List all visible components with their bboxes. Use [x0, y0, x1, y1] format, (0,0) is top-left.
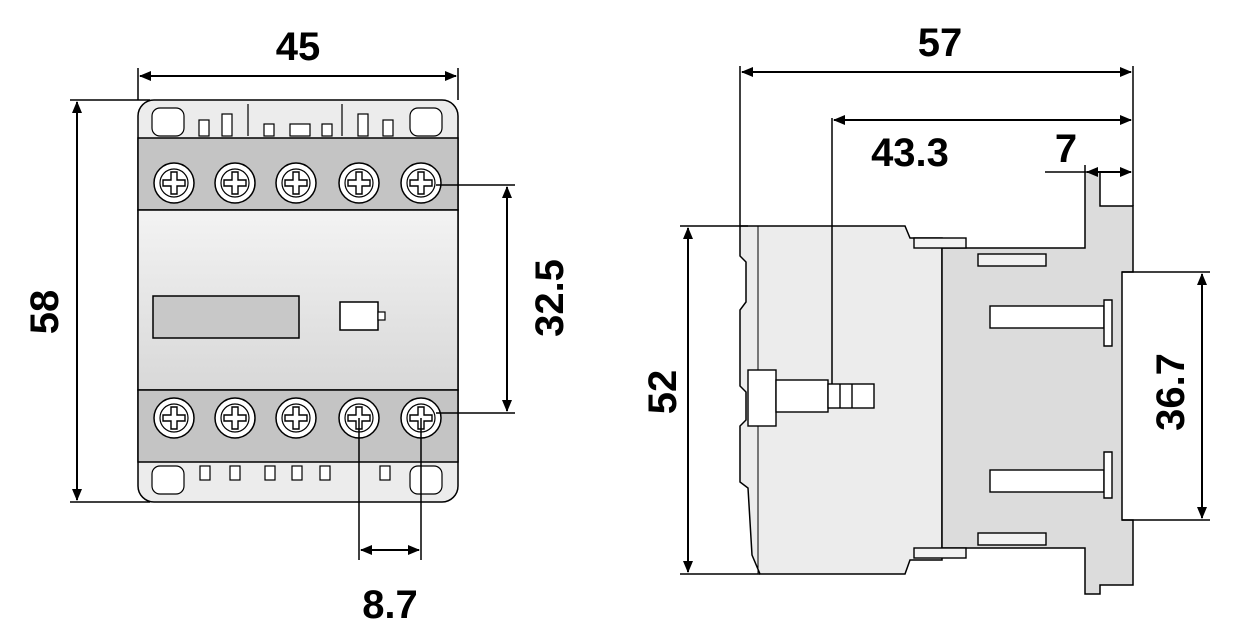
front-view: 45 58 32.5 8.7: [23, 25, 572, 627]
dim-side-depth-partial: 43.3: [831, 115, 1132, 384]
dim-label: 45: [276, 25, 321, 69]
dim-front-height: 58: [23, 99, 150, 503]
screw-icon: [214, 162, 256, 204]
dim-label: 7: [1055, 127, 1077, 171]
dim-label: 43.3: [871, 131, 949, 175]
side-view: 57 43.3 7 52 36.7: [641, 21, 1210, 595]
side-rail-clips: [989, 299, 1113, 499]
screw-icon: [338, 162, 380, 204]
front-top-edge: [151, 104, 443, 137]
front-bottom-edge: [151, 465, 443, 495]
dim-label: 8.7: [362, 583, 418, 627]
dim-side-height: 52: [641, 225, 760, 575]
screw-icon: [400, 162, 442, 204]
dim-label: 36.7: [1149, 353, 1193, 431]
front-indicator-icon: [339, 301, 386, 331]
side-ribs: [913, 237, 1047, 559]
screw-icon: [153, 397, 195, 439]
side-knob: [747, 369, 875, 427]
screw-icon: [275, 162, 317, 204]
dim-front-terminal-span: 32.5: [436, 184, 572, 414]
dim-side-flange: 7: [1045, 127, 1132, 177]
dim-side-rail-span: 36.7: [1122, 271, 1210, 521]
dim-label: 57: [918, 21, 963, 65]
dim-label: 52: [641, 370, 685, 415]
screw-icon: [275, 397, 317, 439]
dim-side-depth: 57: [739, 21, 1134, 226]
dim-label: 58: [23, 290, 67, 335]
dim-front-terminal-pitch: 8.7: [358, 418, 422, 627]
screw-icon: [214, 397, 256, 439]
screw-icon: [153, 162, 195, 204]
dim-label: 32.5: [528, 259, 572, 337]
side-rear-body: [941, 171, 1134, 595]
front-label-window: [152, 295, 300, 339]
dim-front-width: 45: [137, 25, 459, 100]
